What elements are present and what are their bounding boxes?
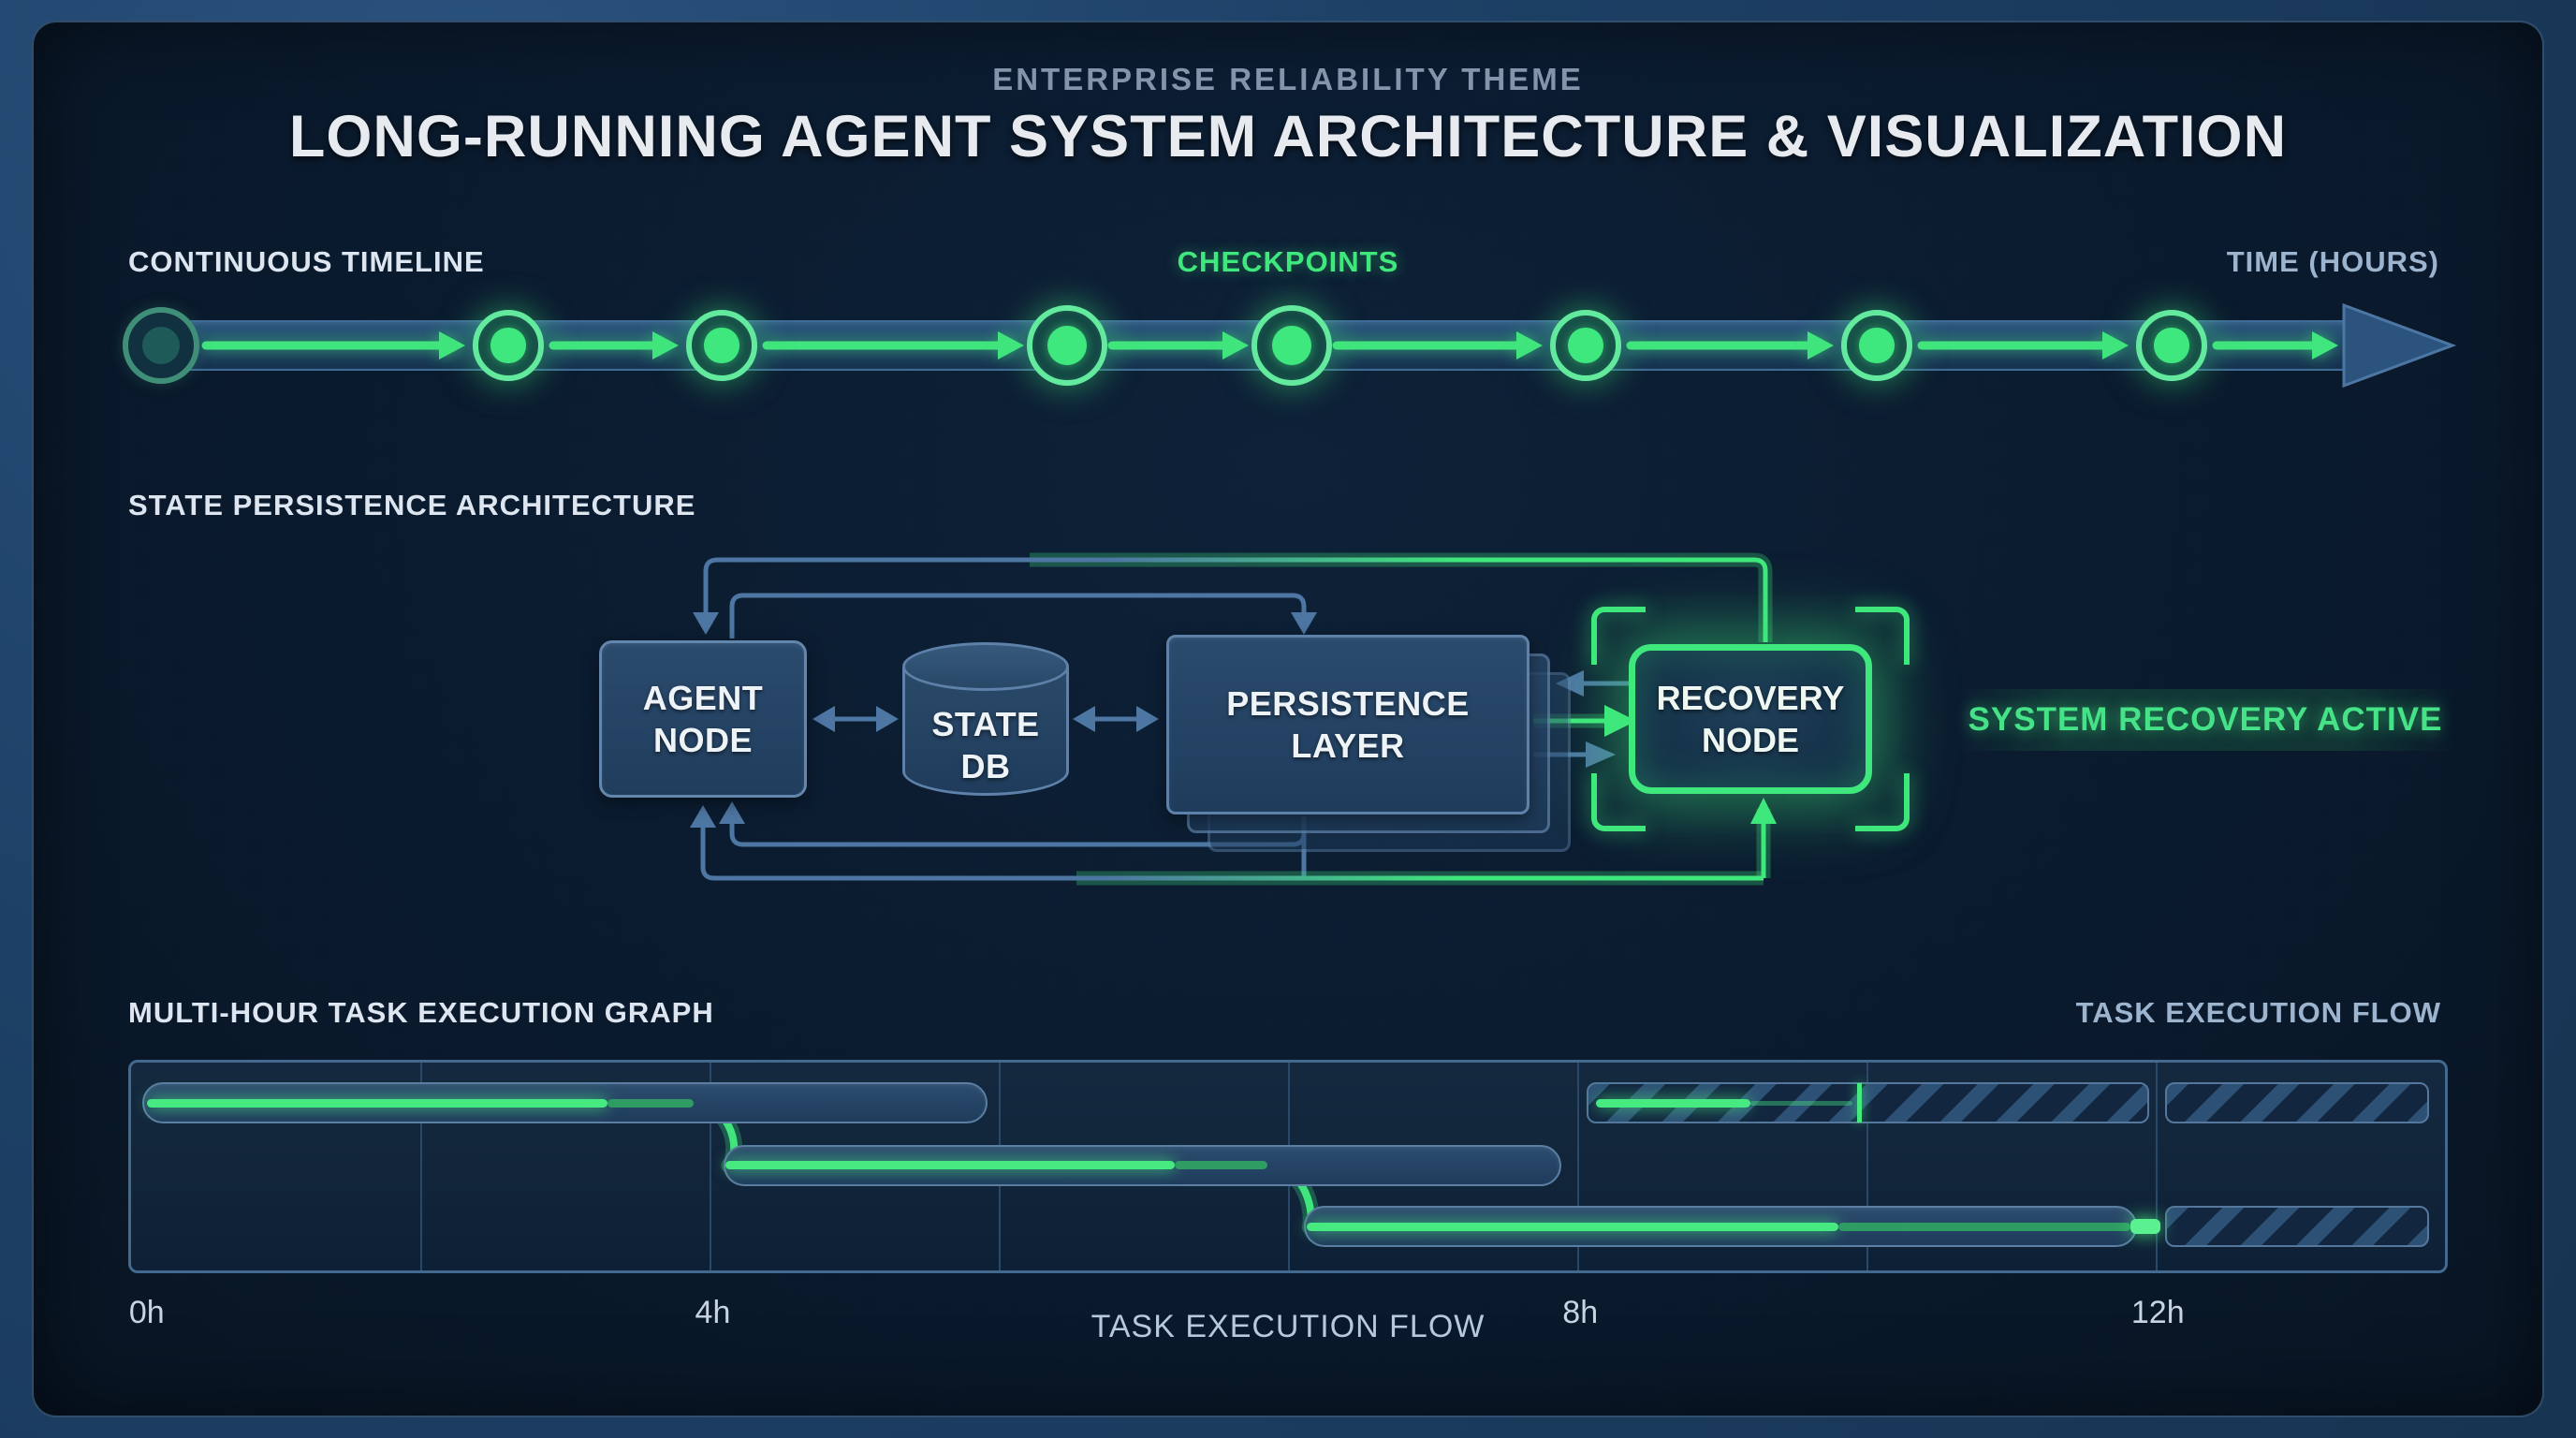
gantt-progress-tick [1857,1083,1863,1123]
recovery-node-frame: RECOVERY NODE [1591,607,1910,831]
gantt-hatch-progress-line [1595,1098,1751,1108]
state-persistence-architecture-label: STATE PERSISTENCE ARCHITECTURE [128,489,696,521]
gantt-hatched-bar [2164,1082,2429,1124]
persistence-layer-stack: PERSISTENCE LAYER [1166,635,1571,852]
gantt-gridline [2156,1063,2158,1270]
checkpoint-node [686,310,757,381]
axis-tick: 0h [128,1295,165,1330]
checkpoint-core [1859,328,1895,363]
task-flow-label-top: TASK EXECUTION FLOW [2075,996,2441,1029]
bracket-corner-icon [1591,607,1646,665]
state-db-label: STATE DB [931,705,1040,785]
checkpoint-node [473,310,544,381]
gantt-progress-line [1838,1222,2130,1231]
page-title: LONG-RUNNING AGENT SYSTEM ARCHITECTURE &… [288,104,2288,169]
gantt-gridline [1866,1063,1868,1270]
checkpoint-node [1251,305,1332,386]
checkpoints-label: CHECKPOINTS [1177,245,1399,278]
gantt-progress-line [1306,1222,1839,1231]
gantt-progress-line [2130,1219,2160,1235]
gantt-chart [128,1060,2448,1273]
gantt-progress-line [1174,1161,1267,1170]
state-db-top-ellipse [902,642,1069,691]
gantt-hatched-bar [2164,1206,2429,1248]
task-flow-label-bottom: TASK EXECUTION FLOW [1090,1309,1486,1344]
axis-tick: 8h [1562,1295,1599,1330]
checkpoint-node [1841,310,1912,381]
bracket-corner-icon [1855,607,1910,665]
agent-node-box: AGENT NODE [599,640,807,798]
gantt-progress-line [607,1098,694,1108]
timeline-end-arrow-icon [2342,302,2457,389]
checkpoint-node [2136,310,2207,381]
gantt-gridline [420,1063,422,1270]
checkpoint-core [490,328,526,363]
checkpoint-core [1568,328,1603,363]
bracket-corner-icon [1591,773,1646,831]
checkpoint-node [1027,305,1107,386]
checkpoint-node [123,307,199,384]
continuous-timeline-label: CONTINUOUS TIMELINE [128,245,485,278]
status-badge-text: SYSTEM RECOVERY ACTIVE [1968,701,2443,738]
checkpoint-core [1271,325,1312,366]
checkpoint-core [704,328,739,363]
checkpoint-core [141,326,181,365]
time-hours-label: TIME (HOURS) [2226,245,2439,278]
checkpoint-core [2154,328,2189,363]
agent-node-label: AGENT NODE [642,679,764,759]
gantt-progress-line [725,1161,1175,1170]
checkpoint-node [1550,310,1621,381]
axis-tick: 12h [2130,1295,2185,1330]
recovery-node-box: RECOVERY NODE [1629,644,1872,794]
system-recovery-status-badge: SYSTEM RECOVERY ACTIVE [1954,689,2456,751]
task-graph-label: MULTI-HOUR TASK EXECUTION GRAPH [128,996,714,1029]
gantt-gridline [710,1063,711,1270]
persistence-layer-label: PERSISTENCE LAYER [1226,684,1470,765]
gantt-gridline [1577,1063,1579,1270]
state-db-cylinder: STATE DB [902,642,1069,796]
bracket-corner-icon [1855,773,1910,831]
recovery-node-label: RECOVERY NODE [1656,679,1845,759]
checkpoint-core [1046,325,1088,366]
persistence-main-card: PERSISTENCE LAYER [1166,635,1530,814]
gantt-hatch-progress-line [1750,1100,1853,1106]
eyebrow-text: ENTERPRISE RELIABILITY THEME [992,62,1584,96]
axis-tick: 4h [695,1295,731,1330]
gantt-progress-line [147,1098,608,1108]
